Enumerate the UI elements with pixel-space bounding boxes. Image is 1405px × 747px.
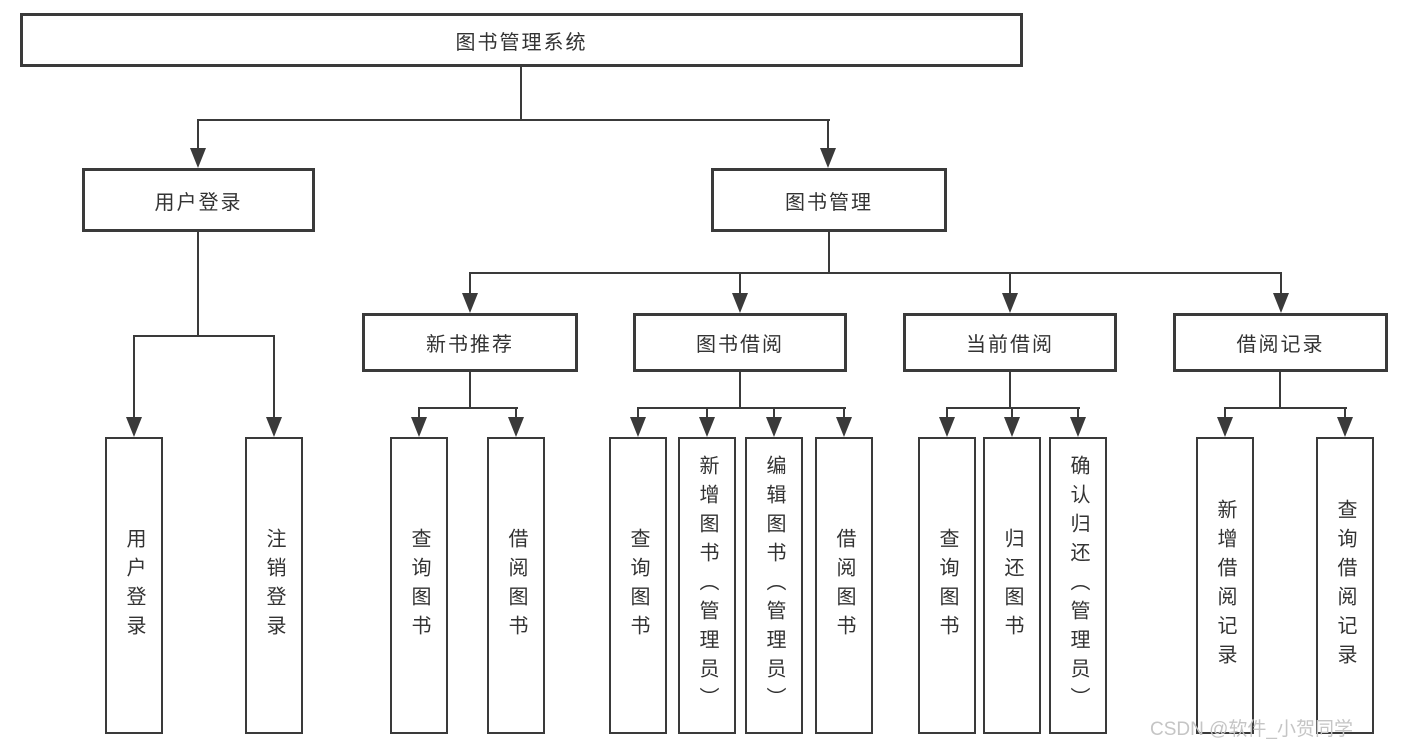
arrowhead-icon	[939, 417, 955, 437]
arrowhead-icon	[1217, 417, 1233, 437]
node-current-borrow-label: 当前借阅	[966, 334, 1054, 356]
connector-line	[1009, 372, 1011, 407]
leaf-edit-book-admin-label: 编辑图书（管理员）	[763, 455, 785, 716]
leaf-query-book-2: 查询图书	[609, 437, 667, 734]
leaf-logout: 注销登录	[245, 437, 303, 734]
connector-line	[1344, 407, 1346, 419]
leaf-return-book: 归还图书	[983, 437, 1041, 734]
node-borrow-records-label: 借阅记录	[1236, 334, 1325, 356]
leaf-query-borrow-record: 查询借阅记录	[1316, 437, 1374, 734]
node-current-borrow: 当前借阅	[903, 313, 1117, 372]
arrowhead-icon	[1002, 293, 1018, 313]
leaf-add-borrow-record-label: 新增借阅记录	[1214, 498, 1236, 673]
connector-line	[1224, 407, 1347, 409]
node-root-label: 图书管理系统	[455, 31, 588, 54]
leaf-query-book-3: 查询图书	[918, 437, 976, 734]
connector-line	[197, 232, 199, 335]
leaf-confirm-return-admin: 确认归还（管理员）	[1049, 437, 1107, 734]
connector-line	[520, 67, 522, 119]
connector-line	[637, 407, 846, 409]
leaf-borrow-book-2-label: 借阅图书	[833, 527, 855, 644]
connector-line	[133, 335, 275, 337]
node-new-book-recommend-label: 新书推荐	[426, 334, 514, 356]
node-book-management-label: 图书管理	[785, 191, 873, 214]
arrowhead-icon	[266, 417, 282, 437]
arrowhead-icon	[411, 417, 427, 437]
connector-line	[946, 407, 1080, 409]
connector-line	[1224, 407, 1226, 419]
connector-line	[1009, 272, 1011, 295]
leaf-query-book-1: 查询图书	[390, 437, 448, 734]
connector-line	[273, 335, 275, 419]
connector-line	[418, 407, 518, 409]
leaf-add-book-admin: 新增图书（管理员）	[678, 437, 736, 734]
connector-line	[469, 372, 471, 407]
arrowhead-icon	[190, 148, 206, 168]
connector-line	[843, 407, 845, 419]
arrowhead-icon	[820, 148, 836, 168]
connector-line	[197, 119, 830, 121]
connector-line	[515, 407, 517, 419]
leaf-confirm-return-admin-label: 确认归还（管理员）	[1067, 455, 1089, 716]
leaf-add-borrow-record: 新增借阅记录	[1196, 437, 1254, 734]
connector-line	[706, 407, 708, 419]
connector-line	[133, 335, 135, 419]
arrowhead-icon	[1273, 293, 1289, 313]
connector-line	[739, 272, 741, 295]
leaf-edit-book-admin: 编辑图书（管理员）	[745, 437, 803, 734]
arrowhead-icon	[1070, 417, 1086, 437]
leaf-query-book-2-label: 查询图书	[627, 527, 649, 644]
leaf-borrow-book-1: 借阅图书	[487, 437, 545, 734]
arrowhead-icon	[462, 293, 478, 313]
connector-line	[1279, 372, 1281, 407]
leaf-logout-label: 注销登录	[263, 527, 285, 644]
connector-line	[637, 407, 639, 419]
connector-line	[469, 272, 1282, 274]
connector-line	[1077, 407, 1079, 419]
connector-line	[773, 407, 775, 419]
connector-line	[469, 272, 471, 295]
node-borrow-records: 借阅记录	[1173, 313, 1388, 372]
leaf-return-book-label: 归还图书	[1001, 527, 1023, 644]
arrowhead-icon	[836, 417, 852, 437]
arrowhead-icon	[126, 417, 142, 437]
arrowhead-icon	[630, 417, 646, 437]
connector-line	[1280, 272, 1282, 295]
arrowhead-icon	[508, 417, 524, 437]
arrowhead-icon	[732, 293, 748, 313]
node-book-borrow: 图书借阅	[633, 313, 847, 372]
connector-line	[739, 372, 741, 407]
node-new-book-recommend: 新书推荐	[362, 313, 578, 372]
connector-line	[1011, 407, 1013, 419]
connector-line	[418, 407, 420, 419]
leaf-add-book-admin-label: 新增图书（管理员）	[696, 455, 718, 716]
node-user-login-label: 用户登录	[154, 191, 243, 214]
leaf-borrow-book-1-label: 借阅图书	[505, 527, 527, 644]
leaf-query-book-1-label: 查询图书	[408, 527, 430, 644]
arrowhead-icon	[699, 417, 715, 437]
leaf-query-borrow-record-label: 查询借阅记录	[1334, 498, 1356, 673]
arrowhead-icon	[1004, 417, 1020, 437]
connector-line	[946, 407, 948, 419]
leaf-query-book-3-label: 查询图书	[936, 527, 958, 644]
arrowhead-icon	[1337, 417, 1353, 437]
connector-line	[197, 119, 199, 150]
node-book-management: 图书管理	[711, 168, 947, 232]
node-user-login: 用户登录	[82, 168, 315, 232]
connector-line	[828, 232, 830, 272]
watermark: CSDN @软件_小贺同学	[1150, 719, 1353, 740]
arrowhead-icon	[766, 417, 782, 437]
leaf-user-login-label: 用户登录	[123, 527, 145, 644]
leaf-user-login: 用户登录	[105, 437, 163, 734]
leaf-borrow-book-2: 借阅图书	[815, 437, 873, 734]
connector-line	[827, 119, 829, 150]
node-root: 图书管理系统	[20, 13, 1023, 67]
node-book-borrow-label: 图书借阅	[696, 334, 784, 356]
